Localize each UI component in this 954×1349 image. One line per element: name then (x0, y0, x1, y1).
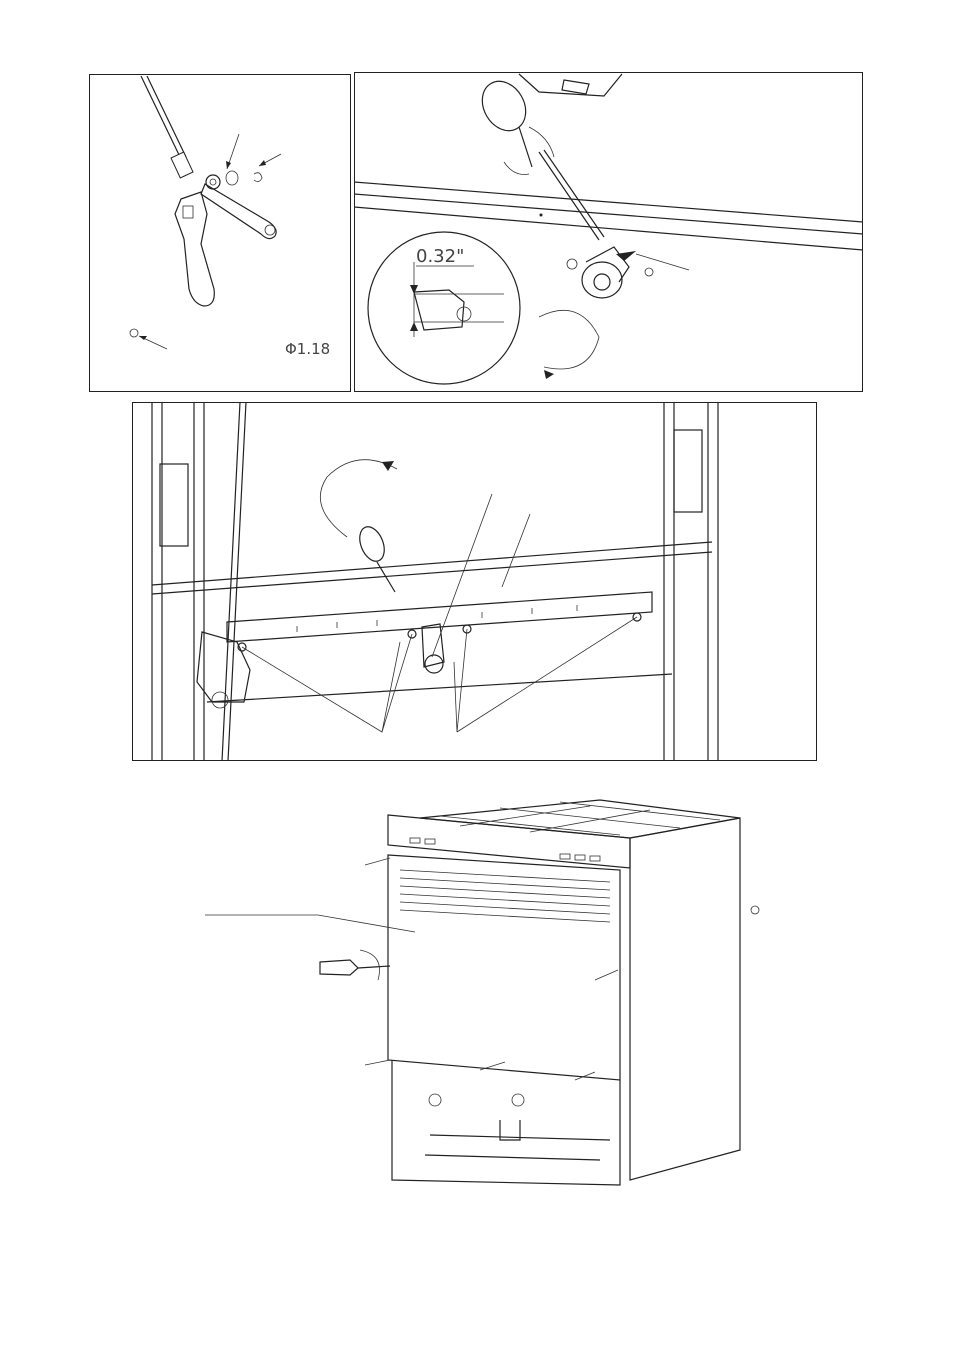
injector-nozzle (129, 328, 139, 338)
rotation-arrow (538, 309, 600, 370)
burner-bracket (226, 591, 653, 643)
gas-valve (196, 631, 251, 703)
dimension-label: 0.32" (416, 246, 464, 267)
nozzle-wrench-drawing: Φ1.18 (89, 74, 351, 392)
center-nozzle (421, 623, 445, 668)
panel-air-shutter: 0.32" (354, 72, 863, 392)
rotation-arrow (319, 459, 398, 538)
washer (225, 170, 239, 186)
adjustable-wrench (174, 191, 215, 307)
screwdriver (319, 959, 359, 976)
panel-burner-bracket (132, 402, 817, 761)
diameter-label: Φ1.18 (285, 340, 330, 358)
cooker-rear-drawing (205, 799, 760, 1186)
burner-nozzle (581, 261, 623, 299)
panel-cooker-rear (200, 790, 770, 1200)
detail-magnifier (367, 231, 521, 385)
screw (237, 642, 247, 652)
rotation-arrow (359, 949, 380, 981)
right-side-slot (673, 429, 703, 513)
air-shutter-drawing: 0.32" (354, 72, 863, 392)
burner-bracket-drawing (132, 402, 817, 761)
gas-pipe (140, 75, 182, 160)
top-rail (151, 541, 713, 595)
burner-rail (354, 181, 863, 223)
gas-valve (428, 1093, 442, 1107)
screw (632, 612, 642, 622)
left-side-slot (159, 463, 189, 547)
panel-nozzle-wrench: Φ1.18 (89, 74, 351, 392)
spanner-wrench (200, 183, 277, 240)
screw (407, 629, 417, 639)
nozzle-nut (205, 174, 221, 190)
screwdriver (359, 526, 385, 562)
screwdriver (481, 80, 527, 132)
